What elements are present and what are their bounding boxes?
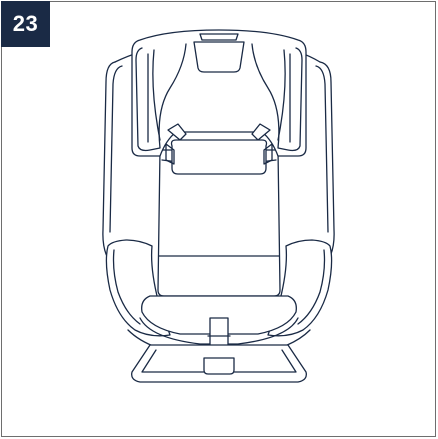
chest-pad	[170, 139, 268, 175]
chest-pad-left-tab	[165, 143, 175, 165]
left-harness-guide	[167, 123, 187, 141]
headrest-left-panel	[135, 43, 187, 152]
headrest-adjust-handle	[193, 41, 245, 73]
headrest-right-panel	[251, 43, 303, 152]
right-harness-guide	[251, 123, 271, 141]
seat-cushion	[141, 295, 297, 335]
base-handle	[203, 357, 235, 375]
right-side-wing-inner	[297, 249, 326, 325]
headrest-top-tab	[199, 33, 239, 41]
left-side-wing-inner	[112, 249, 141, 325]
headrest-right-panel-inner	[277, 49, 291, 143]
step-number-badge: 23	[1, 1, 50, 47]
seat-shell-inner	[109, 65, 329, 233]
headrest-left-panel-inner	[147, 49, 161, 143]
headrest	[131, 29, 307, 157]
chest-pad-right-tab	[263, 143, 273, 165]
